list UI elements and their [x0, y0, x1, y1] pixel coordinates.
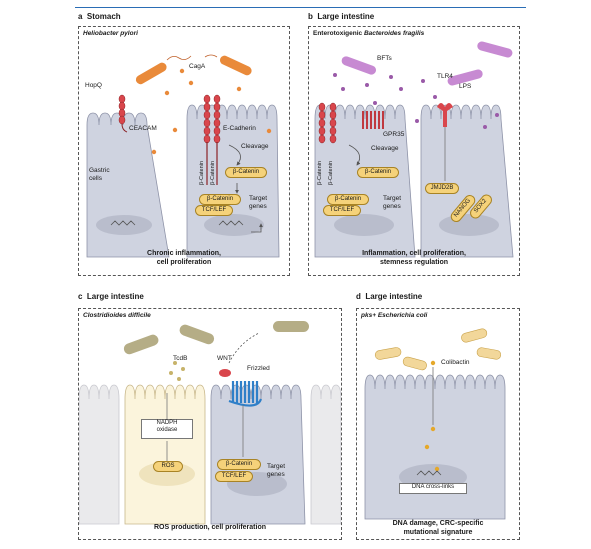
wnt-ligand [219, 369, 231, 377]
panel-c-caption: ROS production, cell proliferation [153, 524, 266, 531]
panel-a: Heliobacter pylori HopQ CagA CEACAM E-Ca… [78, 26, 290, 276]
frizzled-label: Frizzled [247, 365, 270, 372]
nadph-oxidase-box: NADPH oxidase [141, 419, 193, 439]
panel-c: Clostridioides difficile TcdB WNT Frizzl… [78, 308, 342, 540]
panel-b: Enterotoxigenic Bacteroides fragilis BFT… [308, 26, 520, 276]
colibactin-dots [424, 360, 440, 472]
organism-b-fragilis: Enterotoxigenic Bacteroides fragilis [313, 30, 425, 37]
organism-e-coli: pks+ Escherichia coli [361, 312, 428, 319]
ceacam-label: CEACAM [129, 125, 157, 132]
jmjd2b-pill: JMJD2B [425, 183, 459, 194]
beta-catenin-vertical: β-Catenin [199, 161, 205, 185]
tcdb-dots [169, 361, 185, 381]
bft-dots [333, 73, 499, 129]
tlr4-label: TLR4 [437, 73, 453, 80]
panel-d-illustration [364, 328, 506, 520]
panel-d: pks+ Escherichia coli Colibactin DNA cro… [356, 308, 520, 540]
panel-a-header: a Stomach [78, 12, 121, 21]
cleavage-label: Cleavage [371, 145, 399, 152]
panel-c-illustration [79, 321, 341, 525]
e-coli-bacteria [374, 328, 502, 371]
panel-a-caption: Chronic inflammation, cell proliferation [147, 250, 221, 266]
tcdb-label: TcdB [173, 355, 188, 362]
panel-b-caption: Inflammation, cell proliferation, stemne… [362, 250, 466, 266]
panel-d-header: d Large intestine [356, 292, 423, 301]
ros-pill: ROS [153, 461, 183, 472]
gastric-cells-label: Gastric cells [89, 167, 110, 182]
target-genes-label: Target genes [383, 195, 402, 210]
panel-b-header: b Large intestine [308, 12, 375, 21]
target-genes-label: Target genes [249, 195, 268, 210]
gpr35-label: GPR35 [383, 131, 405, 138]
panel-a-illustration [86, 54, 280, 258]
tlr4-receptor [437, 103, 453, 127]
ceacam-receptor [118, 94, 126, 125]
nucleus-right [204, 214, 264, 236]
cleavage-label: Cleavage [241, 143, 269, 150]
tcf-lef-pill: TCF/LEF [323, 205, 361, 216]
beta-catenin-pill: β-Catenin [199, 194, 241, 205]
organism-c-difficile: Clostridioides difficile [83, 312, 151, 319]
wnt-label: WNT [217, 355, 232, 362]
caga-label: CagA [189, 63, 206, 70]
beta-catenin-vertical: β-Catenin [317, 161, 323, 185]
tcf-lef-pill: TCF/LEF [195, 205, 233, 216]
top-rule [75, 7, 526, 8]
e-cadherin-label: E-Cadherin [223, 125, 256, 132]
beta-catenin-pill: β-Catenin [327, 194, 369, 205]
beta-catenin-vertical: β-Catenin [328, 161, 334, 185]
panel-d-caption: DNA damage, CRC-specific mutational sign… [392, 520, 484, 536]
panel-b-illustration [314, 41, 514, 258]
target-genes-label: Target genes [267, 463, 286, 478]
c-difficile-bacteria [123, 321, 309, 355]
beta-catenin-pill: β-Catenin [217, 459, 261, 470]
beta-catenin-pill: β-Catenin [357, 167, 399, 178]
caga-dots [151, 68, 272, 155]
hopq-label: HopQ [85, 82, 102, 89]
dna-crosslinks-box: DNA cross-links [399, 483, 467, 494]
b-fragilis-bacteria [341, 41, 513, 86]
lps-label: LPS [459, 83, 472, 90]
beta-catenin-pill: β-Catenin [225, 167, 267, 178]
beta-catenin-vertical: β-Catenin [210, 161, 216, 185]
h-pylori-bacteria [135, 54, 252, 85]
nucleus-left [96, 215, 152, 235]
tcf-lef-pill: TCF/LEF [215, 471, 253, 482]
colibactin-label: Colibactin [441, 359, 470, 366]
frizzled-receptor [228, 381, 263, 407]
gpr35-receptor [362, 111, 384, 129]
panel-c-header: c Large intestine [78, 292, 144, 301]
e-cadherin-chain [203, 94, 221, 144]
organism-h-pylori: Heliobacter pylori [83, 30, 138, 37]
bfts-label: BFTs [377, 55, 392, 62]
ros-cell [124, 384, 206, 525]
